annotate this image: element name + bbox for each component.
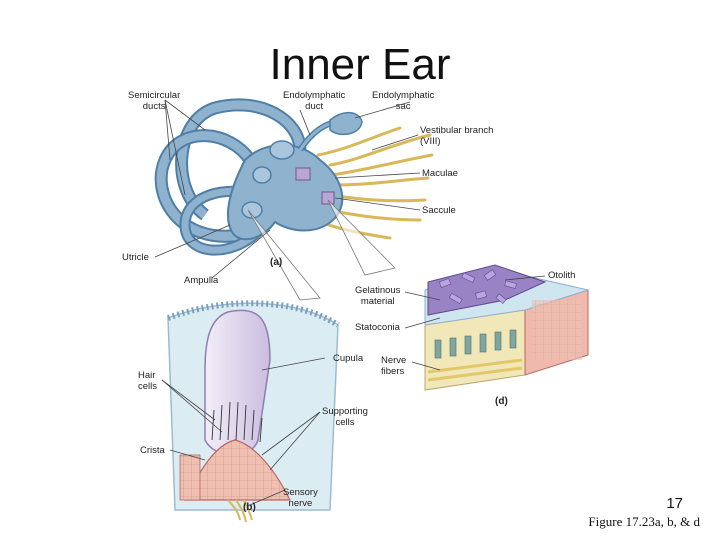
panel-d-macula — [424, 264, 590, 391]
macula-patch — [295, 167, 311, 181]
leader-lines-d — [404, 275, 546, 371]
ampulla-swelling — [269, 140, 295, 160]
label-utricle: Utricle — [122, 252, 149, 263]
endolymphatic-sac — [329, 111, 363, 136]
label-cupula: Cupula — [333, 353, 364, 364]
panel-b-crista — [166, 300, 340, 523]
page-number: 17 — [666, 495, 683, 512]
leader-lines-a — [154, 99, 421, 279]
label-vestibular-branch: Vestibular branch(VIII) — [420, 125, 494, 147]
panel-b-tag: (b) — [243, 502, 256, 513]
label-crista: Crista — [140, 445, 165, 456]
slide-title: Inner Ear — [269, 40, 451, 89]
figure-reference: Figure 17.23a, b, & d — [588, 514, 700, 529]
statoconia-crystals — [438, 269, 517, 305]
label-saccule: Saccule — [422, 205, 456, 216]
magnification-cone-b — [247, 209, 321, 301]
panel-d-tag: (d) — [495, 396, 508, 407]
label-ampulla: Ampulla — [184, 275, 219, 286]
panel-a-tag: (a) — [270, 257, 283, 268]
leader-lines-b — [161, 357, 326, 506]
panel-a-labyrinth — [154, 98, 434, 301]
label-otolith: Otolith — [548, 270, 576, 281]
label-maculae: Maculae — [422, 168, 458, 179]
magnification-cone-d — [327, 199, 396, 276]
hair-cell-stereocilia — [211, 401, 263, 443]
label-statoconia: Statoconia — [355, 322, 400, 333]
sensory-nerve — [227, 499, 253, 523]
macula-hair-cells — [434, 329, 517, 359]
